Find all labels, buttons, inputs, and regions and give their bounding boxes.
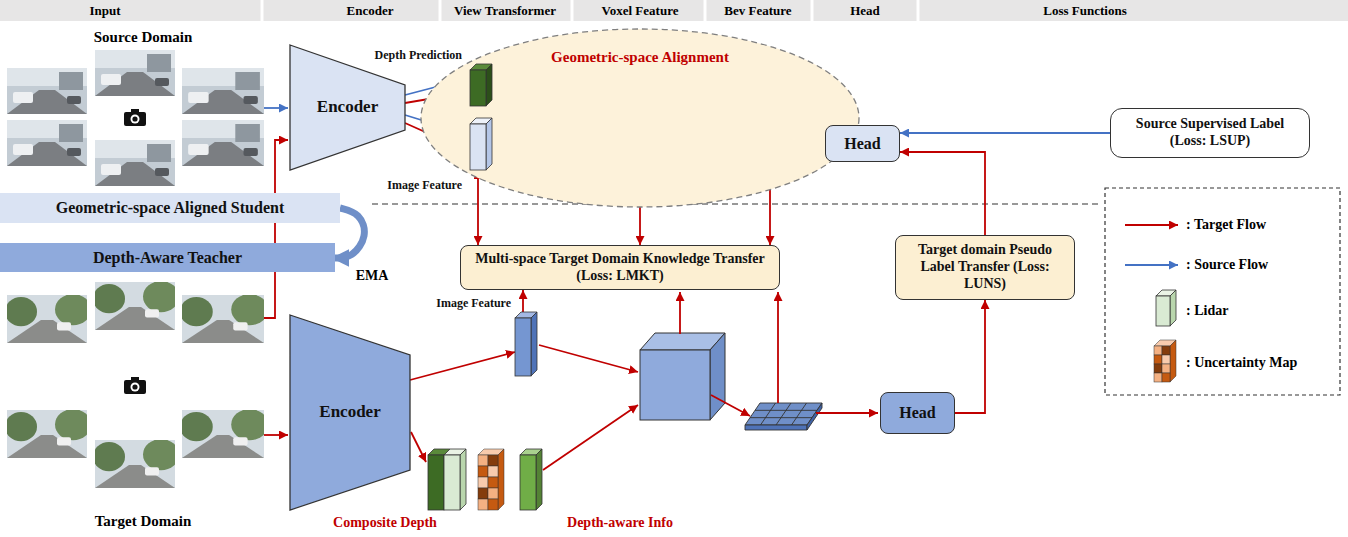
column-header: Head: [850, 3, 880, 19]
legend-frame: [1105, 188, 1340, 395]
column-header: Voxel Feature: [602, 3, 679, 19]
loss-box: Multi-space Target Domain Knowledge Tran…: [460, 245, 780, 290]
legend-text: : Uncertainty Map: [1186, 355, 1297, 372]
composite-depth: [428, 449, 466, 510]
node-text: Depth Prediction: [375, 48, 462, 62]
target-arrow: [777, 292, 779, 403]
node-text: Target domain Pseudo Label Transfer (Los…: [896, 239, 1074, 295]
legend-text: : Lidar: [1186, 303, 1228, 320]
depth-aware-block: [520, 449, 542, 510]
loss-box: Source Supervised Label (Loss: LSUP): [1110, 108, 1310, 158]
flow-arrow: [410, 352, 515, 380]
source-images: [7, 50, 264, 186]
node-text: Head: [881, 400, 954, 425]
role-band: Geometric-space Aligned Student: [0, 193, 340, 223]
node-text: Multi-space Target Domain Knowledge Tran…: [461, 248, 779, 288]
edge-label: EMA: [356, 268, 389, 285]
target-arrow: [539, 345, 638, 372]
node-text: Depth-Aware Teacher: [0, 246, 335, 269]
role-band: Depth-Aware Teacher: [0, 243, 335, 272]
flow-arrow: [900, 132, 1110, 134]
feature-block-outline: [515, 312, 537, 376]
domain-label: Source Domain: [94, 28, 192, 46]
flow-arrow: [477, 170, 479, 245]
legend-sample: [1125, 264, 1178, 266]
legend-text: : Source Flow: [1186, 257, 1268, 274]
target-arrow: [816, 412, 878, 414]
node-text: Image Feature: [436, 296, 511, 310]
stage-label: Depth-aware Info: [567, 515, 673, 532]
bev-grid: [745, 403, 822, 430]
domain-label: Target Domain: [95, 512, 192, 530]
target-images: [5, 281, 268, 488]
flow-arrow: [522, 290, 524, 312]
feature-block-outline: [470, 118, 492, 170]
node-text: Head: [826, 131, 899, 156]
feature-block: Image Feature: [515, 312, 537, 376]
feature-block: Image Feature: [470, 118, 492, 170]
node-text: Source Supervised Label (Loss: LSUP): [1111, 113, 1309, 153]
target-arrow: [711, 395, 750, 416]
loss-box: Target domain Pseudo Label Transfer (Los…: [895, 235, 1075, 300]
target-arrow: [411, 432, 426, 462]
column-header: Encoder: [347, 3, 394, 19]
target-arrow: [543, 405, 638, 470]
encoder-trapezoid: Encoder: [290, 315, 410, 510]
target-arrow: [679, 292, 681, 334]
encoder-trapezoid: Encoder: [290, 45, 405, 170]
legend-text: : Target Flow: [1186, 217, 1266, 234]
header-ground: [0, 0, 1348, 21]
header-bar: [0, 0, 1348, 21]
node-text: Encoder: [290, 399, 410, 425]
node-text: Encoder: [290, 94, 405, 120]
flow-arrow: [955, 300, 985, 413]
uncertainty-map: [478, 449, 504, 510]
column-header: Input: [89, 3, 120, 19]
target-arrow: [264, 140, 288, 318]
head-box: Head: [825, 125, 900, 162]
stage-label: Composite Depth: [333, 515, 437, 532]
node-text: Image Feature: [387, 178, 462, 192]
column-header: Bev Feature: [724, 3, 791, 19]
source-arrow: [264, 107, 288, 109]
column-header: View Transformer: [454, 3, 556, 19]
legend-sample: [1154, 340, 1176, 382]
node-text: Geometric-space Alignment: [420, 48, 860, 66]
feature-block: Depth Prediction: [470, 64, 492, 106]
target-arrow: [264, 434, 288, 436]
legend-sample: [1125, 224, 1178, 226]
divider-line: [372, 203, 1100, 204]
node-text: Geometric-space Aligned Student: [0, 196, 340, 219]
voxel-cube: [640, 333, 725, 420]
head-box: Head: [880, 392, 955, 434]
legend-sample: [1156, 290, 1176, 326]
flow-arrow: [900, 152, 985, 235]
column-header: Loss Functions: [1043, 3, 1126, 19]
alignment-region: Geometric-space AlignmentDepth Predictio…: [420, 28, 860, 208]
feature-block-outline: [470, 64, 492, 106]
